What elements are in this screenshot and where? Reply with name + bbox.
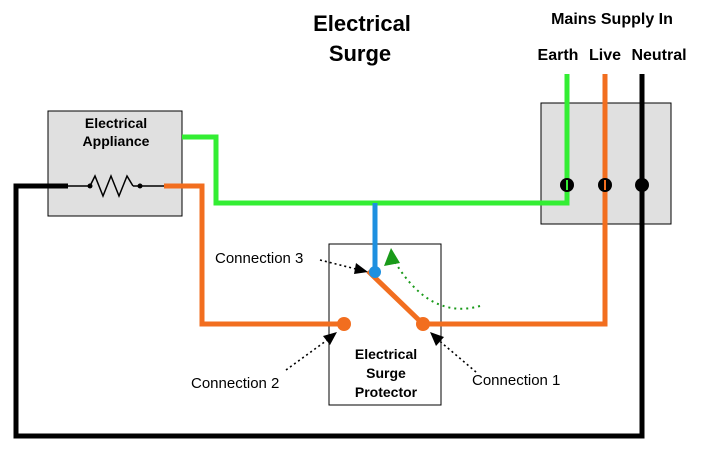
resistor-terminal-left	[87, 183, 93, 189]
neutral-wire	[13, 74, 645, 439]
appliance-label-line2: Appliance	[83, 133, 150, 149]
connection-1-pointer	[435, 337, 477, 373]
connection-2-pointer	[285, 337, 331, 371]
connection-2-label: Connection 2	[191, 375, 279, 392]
neutral-label: Neutral	[631, 47, 686, 64]
live-wire-mains	[423, 74, 608, 327]
mains-heading: Mains Supply In	[551, 11, 673, 28]
earth-wire	[182, 74, 570, 206]
earth-label: Earth	[538, 47, 579, 64]
live-wire-appliance	[164, 183, 344, 327]
live-label: Live	[589, 47, 621, 64]
appliance-label-line1: Electrical	[85, 115, 147, 131]
surge-switch-arm	[366, 269, 425, 326]
surge-arrow-head-icon	[384, 248, 400, 266]
resistor-icon	[89, 173, 134, 199]
connection-1-point	[416, 317, 430, 331]
protector-label-line2: Surge	[366, 365, 406, 381]
connection-2-point	[337, 317, 351, 331]
appliance-box	[47, 110, 183, 217]
connection-3-pointer	[319, 259, 361, 271]
connection-3-label: Connection 3	[215, 250, 303, 267]
connection-1-arrow-icon	[430, 332, 444, 346]
resistor-terminal-right	[137, 183, 143, 189]
title-line2: Surge	[329, 41, 391, 66]
protector-label-line1: Electrical	[355, 346, 417, 362]
connection-1-label: Connection 1	[472, 372, 560, 389]
surge-path-arrow	[394, 261, 481, 310]
connection-3-arrow-icon	[354, 263, 368, 274]
connection-2-arrow-icon	[323, 332, 337, 345]
protector-label-line3: Protector	[355, 384, 418, 400]
neutral-terminal	[635, 178, 649, 192]
connection-3-point	[369, 266, 381, 278]
title-line1: Electrical	[313, 11, 411, 36]
